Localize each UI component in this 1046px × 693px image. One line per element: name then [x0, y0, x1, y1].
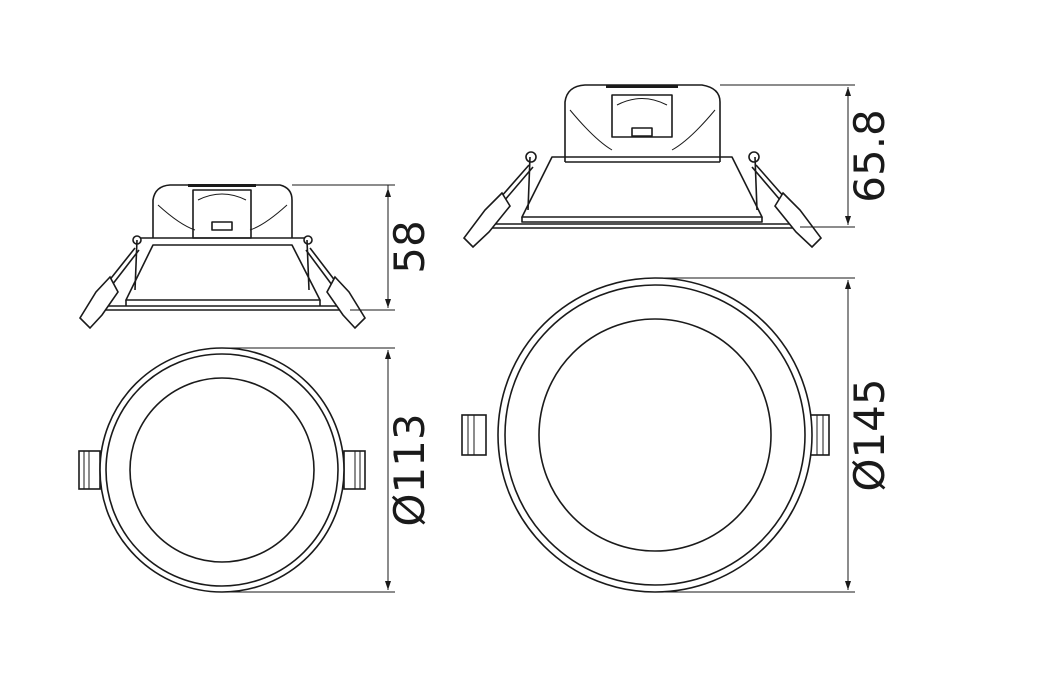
large-diameter-label: Ø145 — [845, 378, 894, 491]
large-fixture-top-view — [461, 277, 830, 593]
small-fixture-top-view — [78, 347, 366, 593]
small-fixture-height-dimension: 58 — [292, 184, 434, 311]
small-fixture-diameter-dimension: Ø113 — [222, 347, 434, 593]
small-height-label: 58 — [385, 220, 434, 273]
small-fixture-side-view — [78, 184, 367, 330]
large-fixture-side-view — [462, 84, 823, 249]
large-fixture-diameter-dimension: Ø145 — [655, 277, 894, 593]
large-height-label: 65.8 — [845, 109, 894, 203]
large-fixture-height-dimension: 65.8 — [720, 84, 894, 228]
small-diameter-label: Ø113 — [385, 413, 434, 526]
